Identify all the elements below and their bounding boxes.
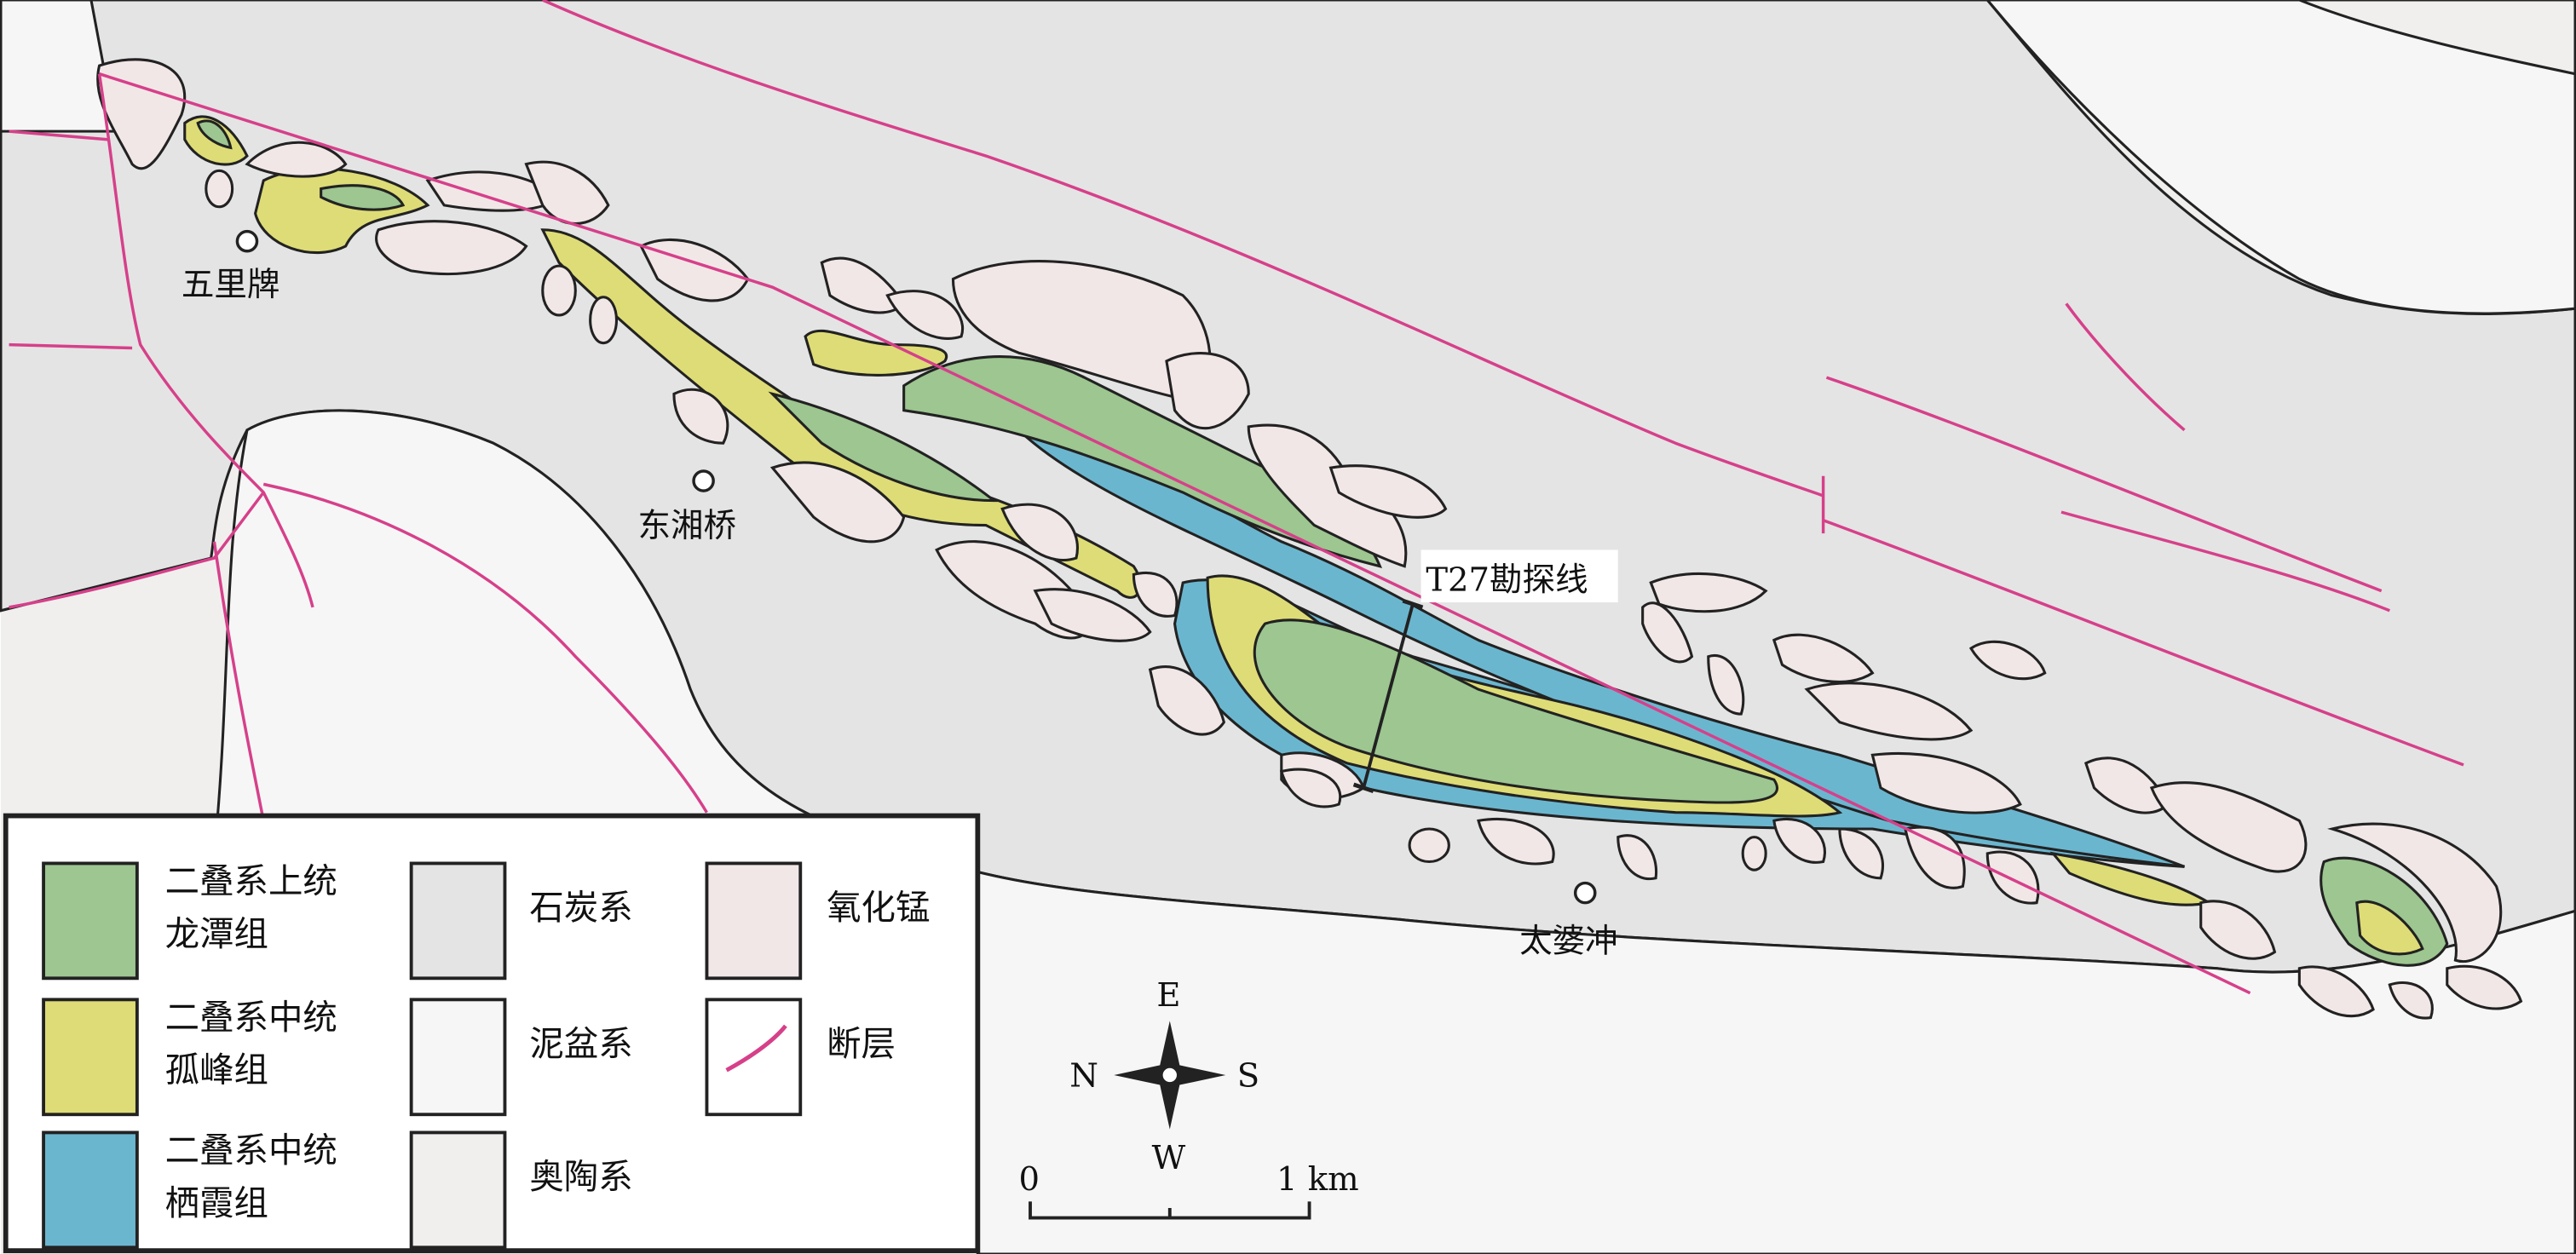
legend-label: 石炭系 bbox=[529, 887, 632, 928]
place-dongxiangqiao: 东湘桥 bbox=[638, 469, 737, 545]
legend-label: 泥盆系 bbox=[529, 1023, 632, 1064]
longtan-green-lens-west bbox=[320, 184, 406, 211]
legend-label: 二叠系中统 bbox=[165, 997, 337, 1038]
legend-label: 氧化锰 bbox=[827, 887, 930, 928]
legend-item-ordovician: 奥陶系 bbox=[409, 1130, 633, 1250]
place-label-taipochong: 太婆冲 bbox=[1519, 922, 1618, 960]
t27-section-line: T27勘探线 bbox=[1352, 549, 1618, 793]
place-taipochong: 太婆冲 bbox=[1519, 881, 1618, 960]
legend-label: 栖霞组 bbox=[165, 1182, 268, 1223]
manganese-oxide-bodies bbox=[96, 58, 2523, 1020]
legend-item-carboniferous: 石炭系 bbox=[409, 861, 633, 981]
compass-south: S bbox=[1237, 1056, 1259, 1095]
legend-item-longtan: 二叠系上统 龙潭组 bbox=[42, 860, 337, 981]
compass-north: N bbox=[1069, 1056, 1098, 1095]
section-line-label: T27勘探线 bbox=[1426, 561, 1588, 600]
faults bbox=[9, 0, 2464, 995]
scale-end: 1 km bbox=[1276, 1160, 1359, 1199]
legend-label: 奥陶系 bbox=[529, 1156, 632, 1197]
devonian-area-top-right bbox=[1985, 0, 2576, 315]
place-label-dongxiangqiao: 东湘桥 bbox=[638, 507, 737, 545]
compass-rose: E W N S bbox=[1069, 976, 1259, 1177]
legend-label: 二叠系中统 bbox=[165, 1130, 337, 1171]
longtan-green-lens-main bbox=[1253, 618, 1779, 804]
legend-item-qixia: 二叠系中统 栖霞组 bbox=[42, 1130, 337, 1250]
legend-label: 孤峰组 bbox=[165, 1050, 268, 1090]
devonian-area-corner bbox=[2298, 0, 2576, 76]
fault-line-icon bbox=[725, 1024, 787, 1073]
legend-item-devonian: 泥盆系 bbox=[409, 998, 633, 1117]
legend-label: 龙潭组 bbox=[165, 913, 268, 954]
compass-east: E bbox=[1156, 976, 1180, 1015]
legend-label: 二叠系上统 bbox=[165, 860, 337, 901]
place-wulipai: 五里牌 bbox=[182, 229, 280, 304]
legend-item-mn-oxide: 氧化锰 bbox=[705, 861, 930, 981]
legend: 二叠系上统 龙潭组 二叠系中统 孤峰组 二叠系中统 栖霞组 石炭系 泥盆系 奥陶… bbox=[3, 813, 981, 1254]
place-label-wulipai: 五里牌 bbox=[182, 266, 280, 304]
compass-west: W bbox=[1152, 1139, 1186, 1177]
scale-bar: 0 1 km bbox=[1019, 1160, 1359, 1220]
legend-item-fault: 断层 bbox=[705, 998, 896, 1117]
gufeng-yellow-small-lens bbox=[804, 329, 948, 377]
scale-start: 0 bbox=[1019, 1160, 1040, 1199]
legend-label: 断层 bbox=[827, 1023, 896, 1064]
devonian-area-left bbox=[212, 409, 921, 855]
gufeng-yellow-lens-east-inner bbox=[2355, 900, 2424, 956]
longtan-green-lens-far-west bbox=[196, 119, 233, 150]
legend-item-gufeng: 二叠系中统 孤峰组 bbox=[42, 997, 337, 1117]
longtan-green-strip-middle bbox=[768, 391, 999, 503]
